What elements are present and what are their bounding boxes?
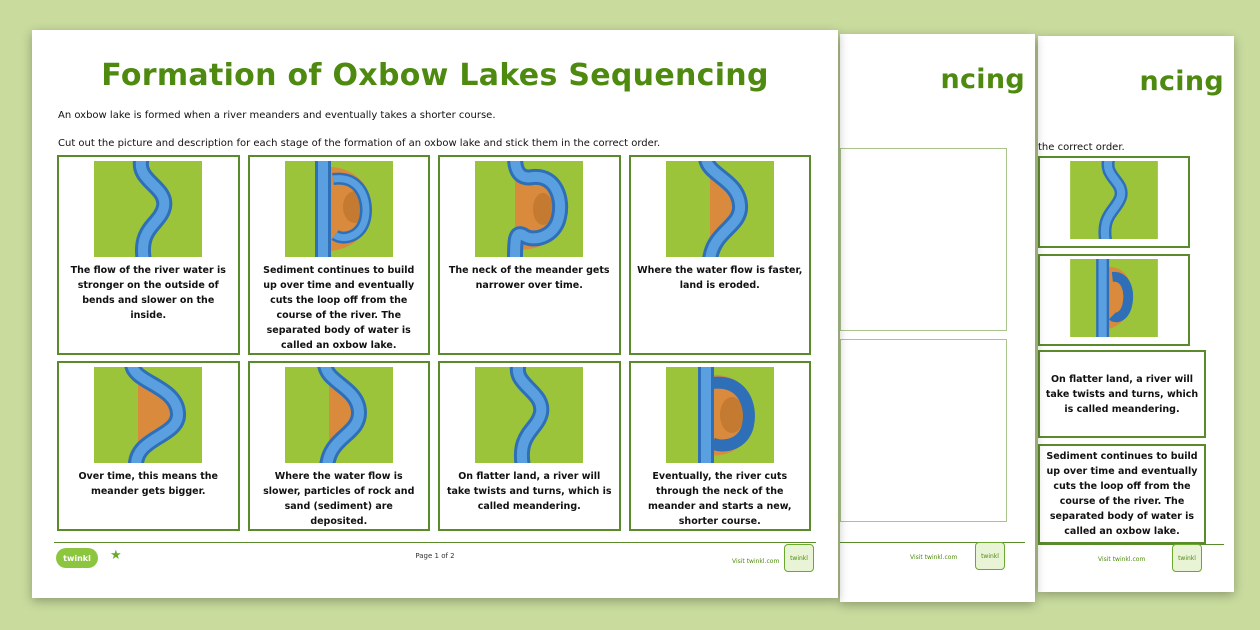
oxbow-picture xyxy=(1070,259,1158,337)
footer-visit-text: Visit twinkl.com xyxy=(732,558,780,565)
intro-text-partial: the correct order. xyxy=(1038,142,1125,153)
picture-card xyxy=(1038,254,1190,346)
page-title: Formation of Oxbow Lakes Sequencing xyxy=(101,58,769,93)
card-description: Sediment continues to build up over time… xyxy=(263,265,415,351)
footer-divider xyxy=(840,542,1025,543)
deposition-picture xyxy=(284,367,393,463)
sequence-card: Where the water flow is slower, particle… xyxy=(247,361,430,531)
page-number: Page 1 of 2 xyxy=(415,552,455,560)
description-card: On flatter land, a river will take twist… xyxy=(1038,350,1206,438)
footer-divider xyxy=(1038,544,1224,545)
meander-slight-picture xyxy=(94,161,203,257)
river-winding-picture xyxy=(475,367,584,463)
page-title-partial: ncing xyxy=(1139,66,1224,97)
worksheet-page-back: ncing the correct order. On flatter land… xyxy=(1038,36,1234,592)
description-card: Sediment continues to build up over time… xyxy=(1038,444,1206,544)
worksheet-page-middle: ncing Visit twinkl.com twinkl xyxy=(840,34,1035,602)
meander-picture xyxy=(1070,161,1158,239)
card-grid: The flow of the river water is stronger … xyxy=(57,155,811,531)
star-icon: ★ xyxy=(110,548,122,563)
card-description: The neck of the meander gets narrower ov… xyxy=(448,265,610,291)
card-description: Eventually, the river cuts through the n… xyxy=(647,471,792,527)
answer-box xyxy=(840,148,1007,331)
twinkl-logo: twinkl xyxy=(56,548,98,568)
sequence-card: On flatter land, a river will take twist… xyxy=(438,361,621,531)
erosion-picture xyxy=(665,161,774,257)
footer-visit-text: Visit twinkl.com xyxy=(1098,556,1146,563)
worksheet-page-front: Formation of Oxbow Lakes Sequencing An o… xyxy=(32,30,838,598)
card-description: Where the water flow is faster, land is … xyxy=(637,265,803,291)
card-description: The flow of the river water is stronger … xyxy=(70,265,226,321)
sequence-card: Over time, this means the meander gets b… xyxy=(57,361,240,531)
page-title-partial: ncing xyxy=(940,64,1025,95)
quality-badge-icon: twinkl xyxy=(1172,544,1202,572)
intro-text: An oxbow lake is formed when a river mea… xyxy=(58,110,496,121)
neck-narrow-picture xyxy=(475,161,584,257)
sequence-card: Where the water flow is faster, land is … xyxy=(628,155,811,355)
footer-divider xyxy=(54,542,816,543)
card-description: Over time, this means the meander gets b… xyxy=(78,471,218,497)
oxbow-formed-picture xyxy=(284,161,393,257)
answer-box xyxy=(840,339,1007,522)
instructions-text: Cut out the picture and description for … xyxy=(58,138,661,149)
picture-card xyxy=(1038,156,1190,248)
cut-through-picture xyxy=(665,367,774,463)
card-description: Where the water flow is slower, particle… xyxy=(263,471,415,527)
quality-badge-icon: twinkl xyxy=(975,542,1005,570)
sequence-card: The flow of the river water is stronger … xyxy=(57,155,240,355)
card-description: On flatter land, a river will take twist… xyxy=(446,471,612,512)
quality-badge-icon: twinkl xyxy=(784,544,814,572)
meander-bigger-picture xyxy=(94,367,203,463)
sequence-card: The neck of the meander gets narrower ov… xyxy=(438,155,621,355)
footer-visit-text: Visit twinkl.com xyxy=(910,554,958,561)
sequence-card: Sediment continues to build up over time… xyxy=(247,155,430,355)
sequence-card: Eventually, the river cuts through the n… xyxy=(628,361,811,531)
